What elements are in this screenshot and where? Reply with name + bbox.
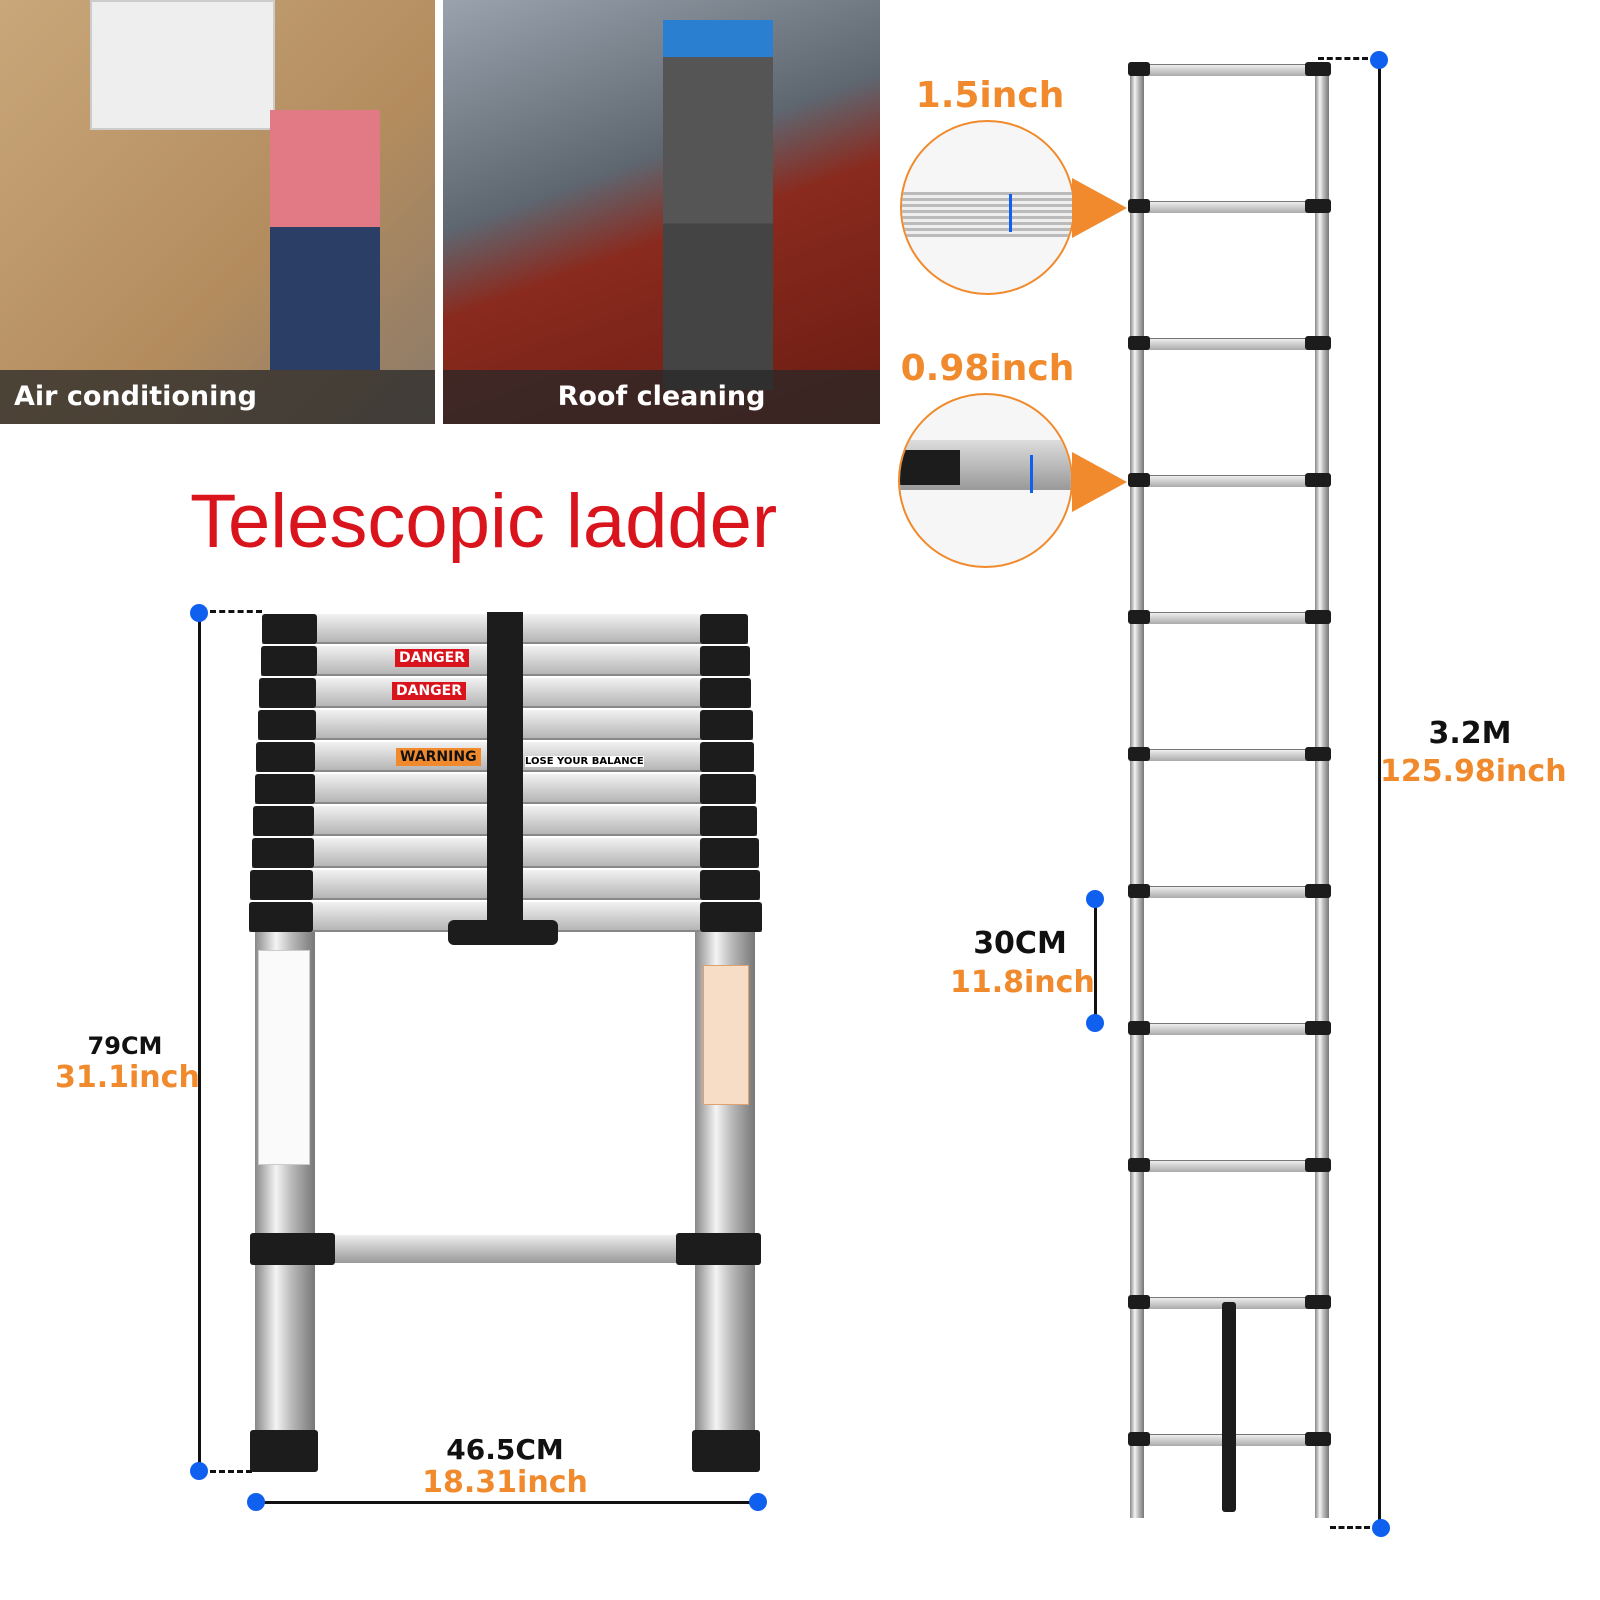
rail-detail-circle [898,393,1073,568]
rung-end-cap [1128,610,1150,624]
photo-air-conditioning: Air conditioning maintenance [0,0,435,424]
rail-thickness-label: 0.98inch [900,348,1075,389]
marker-dot [1372,1519,1390,1537]
rung-end-cap [1305,1295,1331,1309]
extended-height-metric: 3.2M [1428,716,1512,751]
rung-end-cap [700,678,751,708]
rung-end-cap [1128,1158,1150,1172]
ladder-rung [1140,1023,1320,1035]
rung-end-cap [1128,747,1150,761]
arrow-icon [1072,178,1127,238]
rung-end-cap [253,806,314,836]
ladder-rung [1140,1160,1320,1172]
rung-end-cap [700,614,748,644]
rung-end-cap [700,774,756,804]
rung-end-cap [260,646,317,676]
marker-dot [1086,1014,1104,1032]
rung-end-cap [259,678,316,708]
marker-dot [247,1493,265,1511]
rung-end-cap [1128,1295,1150,1309]
rung-end-cap [1305,610,1331,624]
ladder-rung [1140,338,1320,350]
compact-height-imperial: 31.1inch [55,1060,200,1095]
rung-end-cap [1128,336,1150,350]
marker-dot [190,1462,208,1480]
rung-end-cap [1305,199,1331,213]
rung-end-cap [248,902,313,932]
rung-end-cap [1128,1432,1150,1446]
rung-end-cap [1305,473,1331,487]
extended-height-imperial: 125.98inch [1380,754,1567,789]
rung-end-cap [1305,1158,1331,1172]
arrow-icon [1072,452,1127,512]
rung-end-cap [1305,336,1331,350]
rung-depth-label: 1.5inch [915,75,1065,116]
photo-roof-cleaning: Roof cleaning [443,0,880,424]
marker-dot [749,1493,767,1511]
ladder-rung [1140,64,1320,76]
ac-unit [90,0,275,130]
page-title: Telescopic ladder [190,479,778,564]
rung-end-cap [1128,473,1150,487]
compact-width-metric: 46.5CM [446,1433,564,1466]
rung-end-cap [1305,884,1331,898]
ladder-rung [1140,201,1320,213]
ladder-rung [1140,475,1320,487]
rung-spacing-imperial: 11.8inch [950,965,1095,1000]
rung-end-cap [1128,884,1150,898]
photo-caption: Roof cleaning [443,370,880,424]
rung-end-cap [700,838,759,868]
marker-dot [1370,51,1388,69]
rung-end-cap [700,742,754,772]
rung-end-cap [700,646,750,676]
rung-end-cap [1305,62,1331,76]
rung-end-cap [1305,747,1331,761]
rung-end-cap [700,870,760,900]
worker [663,20,773,390]
rung-end-cap [700,710,753,740]
rung-end-cap [700,806,757,836]
rung-detail-circle [900,120,1075,295]
rung-end-cap [257,710,316,740]
rung-end-cap [1128,199,1150,213]
compact-height-metric: 79CM [87,1032,163,1060]
warning-label: WARNING [396,748,481,766]
ladder-rung [1140,749,1320,761]
rung-end-cap [1305,1021,1331,1035]
rung-end-cap [251,838,314,868]
marker-dot [1086,890,1104,908]
ladder-rung [1140,612,1320,624]
rung-end-cap [700,902,762,932]
rung-spacing-metric: 30CM [973,926,1067,961]
rung-end-cap [1305,1432,1331,1446]
worker [270,110,380,370]
rung-end-cap [254,774,315,804]
compact-width-imperial: 18.31inch [422,1465,588,1500]
balance-label: LOSE YOUR BALANCE [525,756,644,767]
photo-caption: Air conditioning maintenance [0,370,435,424]
marker-dot [190,604,208,622]
rung-end-cap [1128,62,1150,76]
ladder-rung [1140,886,1320,898]
rung-end-cap [250,870,313,900]
danger-label: DANGER [395,649,470,667]
rung-end-cap [256,742,315,772]
stabilizer-strap [1222,1302,1236,1512]
rung-end-cap [1128,1021,1150,1035]
danger-label: DANGER [392,682,467,700]
rung-end-cap [262,614,317,644]
